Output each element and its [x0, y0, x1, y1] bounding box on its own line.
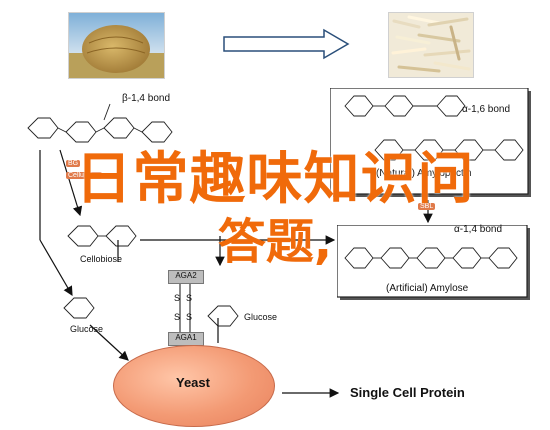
disulfide-s-2: S: [186, 293, 193, 303]
process-arrow-outline: [223, 28, 350, 60]
aga1-label: AGA1: [175, 333, 197, 342]
amylose-box: [337, 225, 530, 300]
alpha16-bond-label: α-1,6 bond: [462, 104, 511, 115]
alpha14-bond-label: α-1,4 bond: [454, 224, 503, 235]
hay-bale-photo: [68, 12, 165, 79]
single-cell-protein-label: Single Cell Protein: [350, 385, 465, 400]
disulfide-s-4: S: [186, 312, 193, 322]
overlay-subtitle: 答题,: [217, 214, 333, 270]
aga2-label: AGA2: [175, 271, 197, 280]
aga2-box: AGA2: [168, 270, 204, 284]
sbl-tag: SBL: [418, 203, 436, 210]
amylopectin-label: (Natural) Amylopectin: [376, 168, 472, 179]
rice-noodle-photo: [388, 12, 474, 78]
aga1-box: AGA1: [168, 332, 204, 346]
amylose-label: (Artificial) Amylose: [386, 283, 469, 294]
glucose-left-label: Glucose: [70, 324, 104, 334]
overlay-title: 日常趣味知识问: [75, 147, 475, 212]
cellulases-tag: Cellulases: [66, 172, 103, 179]
cellobiose-label: Cellobiose: [80, 254, 123, 264]
yeast-cell: [113, 345, 275, 427]
yeast-label: Yeast: [176, 375, 210, 390]
beta-bond-label: β-1,4 bond: [122, 93, 171, 104]
bg-tag: BG: [66, 160, 81, 167]
disulfide-s-3: S: [174, 312, 181, 322]
disulfide-s-1: S: [174, 293, 181, 303]
glucose-right-label: Glucose: [244, 312, 278, 322]
